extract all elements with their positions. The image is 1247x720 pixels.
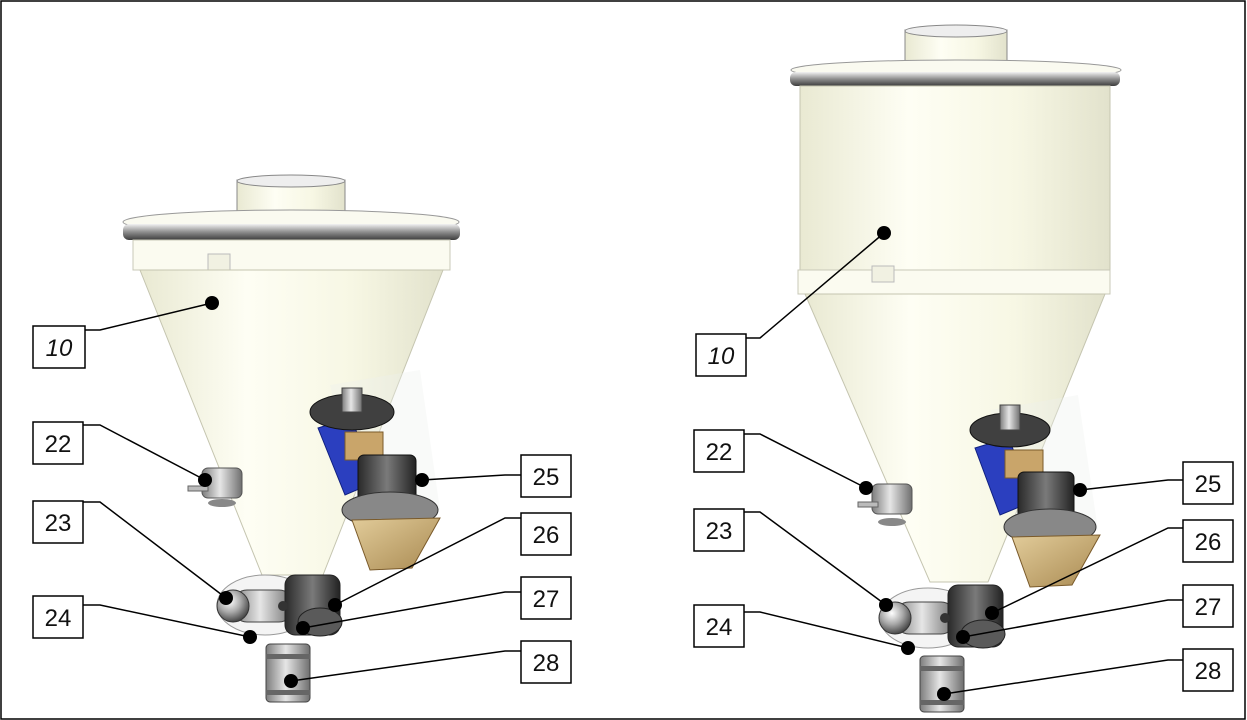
left-label-23: 23 xyxy=(45,510,72,537)
left-callout-28: 28 xyxy=(284,640,572,688)
right-label-23: 23 xyxy=(706,518,733,545)
right-label-25: 25 xyxy=(1195,471,1222,498)
left-part-28-outlet xyxy=(265,643,311,703)
left-collar xyxy=(132,239,451,271)
left-part-22-sensor xyxy=(187,467,243,507)
left-callout-22: 22 xyxy=(32,421,212,487)
left-callout-23: 23 xyxy=(32,500,233,605)
left-hopper xyxy=(122,174,460,703)
right-callout-10: 10 xyxy=(695,226,891,377)
left-label-25: 25 xyxy=(533,464,560,491)
right-callout-23: 23 xyxy=(693,508,893,612)
left-callouts: 10 22 23 24 25 xyxy=(32,296,572,688)
right-callouts: 10 22 23 24 25 xyxy=(693,226,1234,701)
right-callout-28: 28 xyxy=(937,648,1234,701)
left-label-24: 24 xyxy=(45,605,72,632)
right-part-25-motor xyxy=(969,404,1101,588)
right-lid xyxy=(790,59,1122,86)
left-label-28: 28 xyxy=(533,650,560,677)
right-collar xyxy=(797,265,1111,295)
left-label-22: 22 xyxy=(45,431,72,458)
right-callout-26: 26 xyxy=(985,519,1234,620)
right-cylinder-extension xyxy=(799,85,1111,273)
left-label-26: 26 xyxy=(533,522,560,549)
left-label-27: 27 xyxy=(533,586,560,613)
right-label-22: 22 xyxy=(706,439,733,466)
right-callout-25: 25 xyxy=(1073,461,1234,505)
right-callout-24: 24 xyxy=(693,604,915,655)
right-valve-assembly xyxy=(878,584,1006,649)
left-lid xyxy=(122,209,460,240)
right-label-27: 27 xyxy=(1195,594,1222,621)
left-part-25-motor xyxy=(309,387,441,571)
right-callout-27: 27 xyxy=(956,584,1234,644)
left-callout-26: 26 xyxy=(328,512,572,612)
left-callout-27: 27 xyxy=(296,576,572,635)
right-part-28-outlet xyxy=(919,655,965,713)
left-label-10: 10 xyxy=(46,335,73,362)
left-callout-10: 10 xyxy=(32,296,219,369)
left-valve-assembly xyxy=(216,574,343,637)
right-callout-22: 22 xyxy=(693,429,873,495)
right-hopper xyxy=(790,24,1122,713)
right-label-26: 26 xyxy=(1195,529,1222,556)
right-label-10: 10 xyxy=(708,343,735,370)
left-callout-24: 24 xyxy=(32,595,257,644)
left-callout-25: 25 xyxy=(415,454,572,498)
right-label-28: 28 xyxy=(1195,658,1222,685)
right-label-24: 24 xyxy=(706,614,733,641)
right-part-22-sensor xyxy=(857,483,913,526)
